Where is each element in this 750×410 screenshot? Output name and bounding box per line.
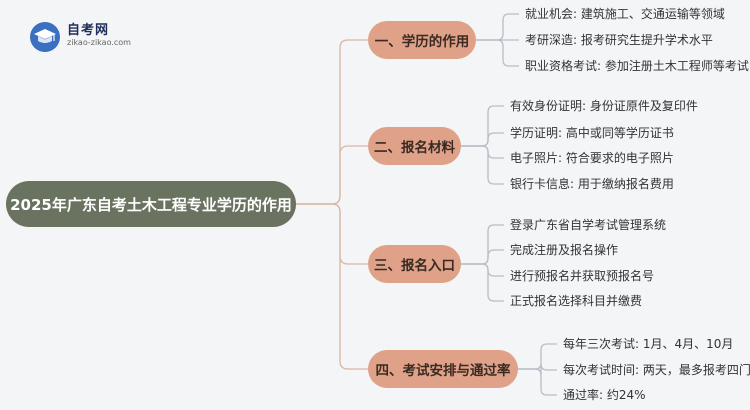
branch-connector	[296, 145, 368, 205]
leaf-item: 就业机会: 建筑施工、交通运输等领域	[525, 7, 725, 21]
leaf-item: 登录广东省自学考试管理系统	[510, 218, 667, 232]
leaf-item: 电子照片: 符合要求的电子照片	[510, 151, 674, 165]
root-node: 2025年广东自考土木工程专业学历的作用	[6, 181, 296, 227]
leaf-connector	[476, 39, 519, 67]
leaf-item: 通过率: 约24%	[563, 388, 646, 402]
leaf-connector	[461, 263, 504, 277]
leaf-item: 每次考试时间: 两天，最多报考四门	[563, 363, 750, 377]
branch-node: 一、学历的作用	[368, 21, 476, 59]
leaf-item: 考研深造: 报考研究生提升学术水平	[525, 33, 713, 47]
leaf-connector	[461, 145, 504, 159]
branch-connector	[296, 203, 368, 370]
leaf-connector	[476, 13, 519, 41]
branch-node: 二、报名材料	[368, 127, 461, 165]
leaf-item: 进行预报名并获取预报名号	[510, 269, 655, 283]
branch-node: 四、考试安排与通过率	[368, 350, 518, 388]
site-logo[interactable]: 自考网 zikao-zikao.com	[30, 18, 140, 52]
leaf-connector	[461, 132, 504, 147]
leaf-connector	[461, 105, 504, 147]
leaf-connector	[518, 368, 557, 396]
leaf-item: 职业资格考试: 参加注册土木工程师等考试	[525, 59, 749, 73]
leaf-item: 正式报名选择科目并缴费	[510, 294, 643, 308]
logo-url: zikao-zikao.com	[67, 38, 131, 47]
leaf-connector	[461, 249, 504, 265]
branch-connector	[296, 39, 368, 205]
leaf-connector	[461, 263, 504, 302]
branch-connector	[296, 203, 368, 265]
leaf-item: 每年三次考试: 1月、4月、10月	[563, 337, 734, 351]
leaf-connector	[461, 145, 504, 185]
leaf-item: 学历证明: 高中或同等学历证书	[510, 126, 674, 140]
leaf-item: 银行卡信息: 用于缴纳报名费用	[510, 177, 674, 191]
leaf-item: 完成注册及报名操作	[510, 243, 619, 257]
leaf-connector	[461, 224, 504, 265]
leaf-connector	[518, 343, 557, 370]
graduation-cap-icon	[30, 22, 60, 52]
branch-node: 三、报名入口	[368, 245, 461, 283]
leaf-item: 有效身份证明: 身份证原件及复印件	[510, 99, 698, 113]
logo-title: 自考网	[67, 23, 110, 38]
